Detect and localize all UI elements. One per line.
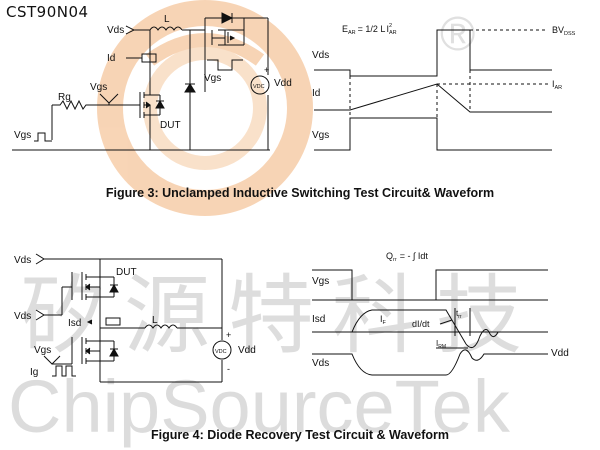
figure4-caption: Figure 4: Diode Recovery Test Circuit & …: [151, 428, 449, 442]
fig4-label-vds-mid: Vds: [14, 311, 31, 322]
part-number: CST90N04: [6, 3, 89, 21]
fig3-vds-arrow: [125, 25, 136, 35]
watermark-cjk: 矽源特科技: [20, 266, 540, 366]
fig4-ig-pulse: [52, 365, 76, 377]
fig4-wave-label-vds: Vds: [312, 358, 329, 369]
fig4-label-vds-top: Vds: [14, 255, 31, 266]
fig3-label-vdc: VDC: [253, 84, 265, 90]
fig3-label-vgs-source: Vgs: [14, 130, 31, 141]
fig3-circuit: Vds L Id: [12, 12, 292, 151]
fig4-circuit: Vds DUT: [14, 253, 256, 383]
fig4-didt-label: dI/dt: [412, 319, 430, 329]
fig4-if-label: IF: [380, 314, 387, 326]
fig3-clamp-diode: [184, 83, 196, 93]
fig3-vgs-probe: [99, 93, 119, 104]
watermark-latin: ChipSourceTek: [8, 365, 511, 448]
fig4-label-isd: Isd: [68, 318, 81, 329]
fig3-label-vds: Vds: [107, 25, 124, 36]
fig4-current-probe: [105, 317, 121, 326]
fig4-dut-mosfet: [61, 272, 119, 304]
fig3-label-vgs-gate: Vgs: [90, 82, 107, 93]
fig4-label-l: L: [152, 315, 158, 326]
figure4-diagram: Vds DUT: [14, 251, 569, 383]
fig3-bvdss-label: BVDSS: [552, 25, 576, 37]
figure3-diagram: Vds L Id: [12, 12, 576, 151]
fig3-label-vgs-switch: Vgs: [204, 73, 221, 84]
fig3-plus: +: [264, 65, 269, 75]
fig4-inductor: [144, 324, 178, 329]
fig4-vds-mid-arrow: [35, 309, 45, 321]
fig3-label-l: L: [164, 14, 170, 25]
fig4-wave-label-vgs: Vgs: [312, 276, 329, 287]
fig4-formula: Qrr= - ∫ Idt: [386, 251, 428, 263]
fig3-vds-trace: [314, 29, 552, 77]
fig4-vdd-source: [212, 340, 232, 360]
fig4-isd-trace: [312, 309, 548, 349]
fig4-minus: -: [227, 364, 230, 374]
fig4-label-vdd: Vdd: [238, 345, 256, 356]
fig4-low-mosfet: [71, 337, 119, 382]
fig4-wave-label-vdd: Vdd: [551, 348, 569, 359]
fig3-wave-label-vgs: Vgs: [312, 130, 329, 141]
fig4-isd-arrow: [86, 319, 93, 325]
fig3-mosfet: [139, 86, 165, 125]
fig3-wave-label-vds: Vds: [312, 50, 329, 61]
fig3-vgs-trace: [314, 117, 552, 151]
fig3-vdd-source: [250, 75, 270, 95]
watermark-registered-mark: ®: [440, 8, 475, 61]
fig4-label-vgs: Vgs: [34, 345, 51, 356]
fig3-label-rg: Rg: [58, 92, 71, 103]
fig3-current-probe: [141, 53, 157, 63]
fig3-inductor: [149, 26, 183, 31]
fig4-label-dut: DUT: [116, 267, 137, 278]
fig4-vgs-trace: [312, 269, 548, 301]
fig4-label-ig: Ig: [30, 367, 38, 378]
fig4-vgs-probe: [43, 355, 61, 365]
fig4-plus: +: [226, 330, 231, 340]
fig3-label-dut: DUT: [160, 120, 181, 131]
fig3-switch-pulse: [207, 59, 243, 71]
fig4-waveform: Qrr= - ∫ Idt Vgs Isd IF dI/dt trr IRM: [312, 251, 569, 376]
fig3-iar-label: IAR: [552, 79, 562, 91]
fig4-didt-arrow: [439, 319, 453, 325]
fig4-vds-arrow: [35, 253, 45, 265]
fig4-wave-label-isd: Isd: [312, 314, 325, 325]
fig3-switch-mosfet: [211, 29, 244, 46]
fig3-freewheel-diode: [221, 12, 234, 24]
fig3-wave-label-id: Id: [312, 88, 320, 99]
fig3-label-vdd: Vdd: [274, 78, 292, 89]
fig3-vgs-pulse: [34, 132, 52, 142]
fig4-label-vdc: VDC: [215, 349, 227, 355]
fig4-vds-trace: [312, 349, 548, 376]
fig4-trr-label: trr: [456, 309, 462, 320]
fig3-label-id: Id: [107, 53, 115, 64]
figure3-caption: Figure 3: Unclamped Inductive Switching …: [105, 186, 495, 200]
fig3-resistor-rg: [52, 99, 128, 111]
fig4-irm-label: IRM: [436, 339, 446, 350]
